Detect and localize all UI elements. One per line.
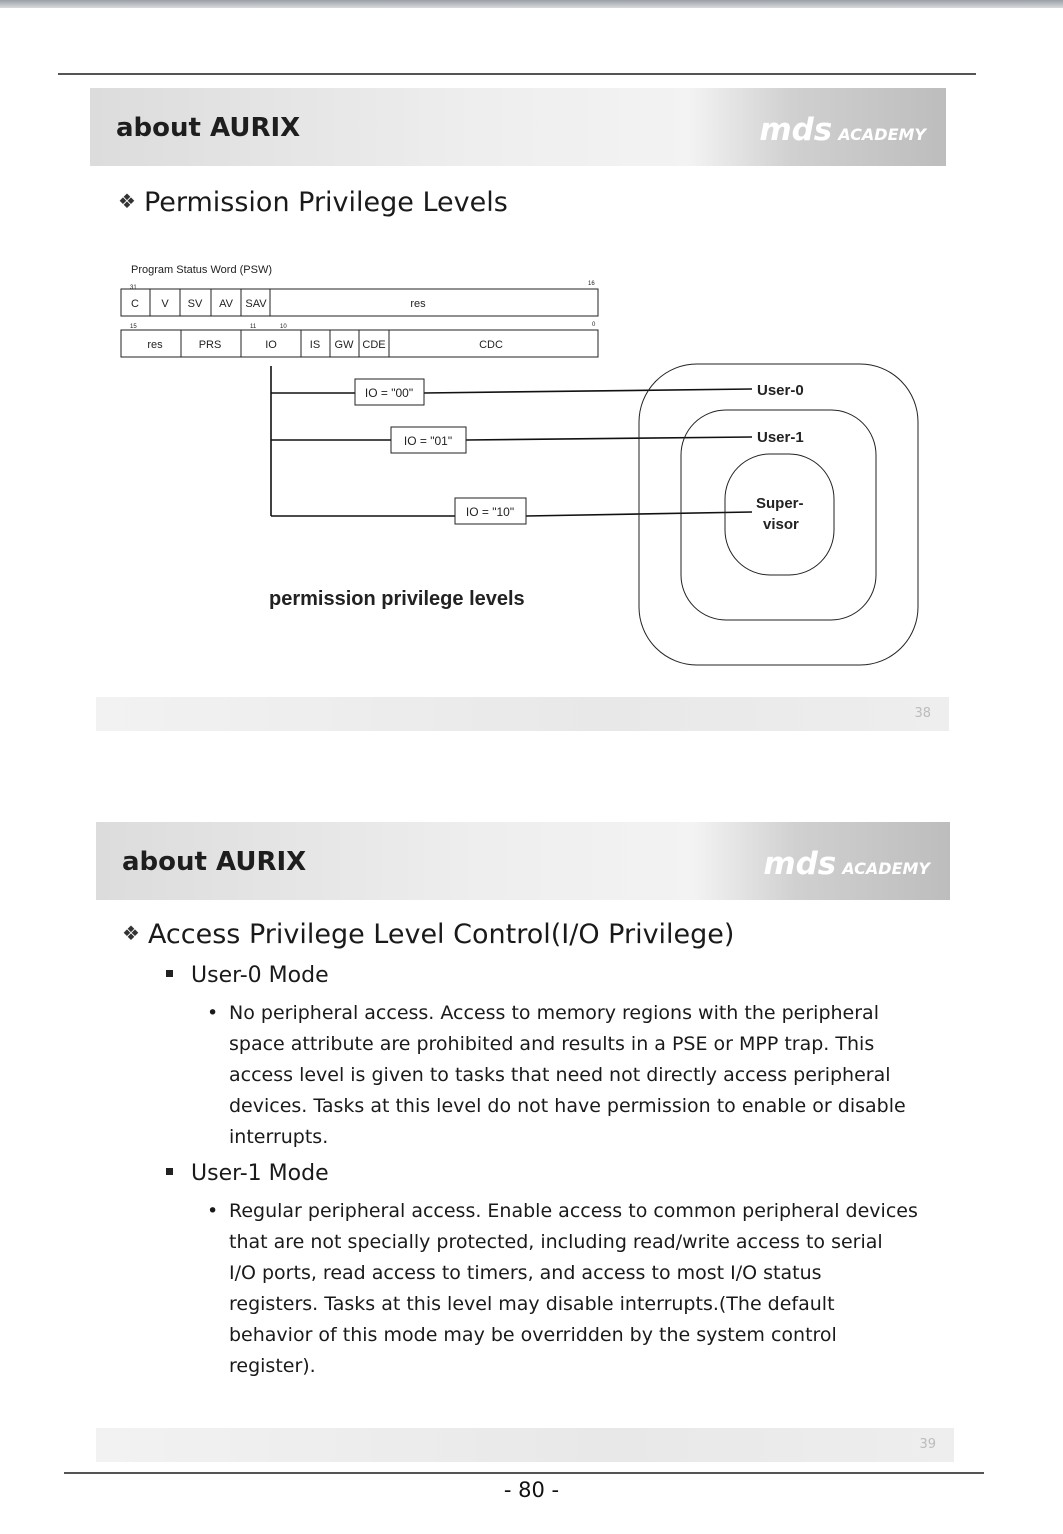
bit-label: 11 [250, 324, 257, 330]
bottom-rule [64, 1472, 984, 1474]
text-line: behavior of this mode may be overridden … [229, 1324, 837, 1346]
slide-header: about AURIX mds ACADEMY [96, 822, 950, 900]
brand-sub: ACADEMY [838, 125, 926, 144]
dot-bullet-icon: • [207, 1002, 219, 1024]
slide-footer: 38 [96, 697, 949, 731]
brand-logo: mds ACADEMY [759, 112, 926, 148]
psw-field: PRS [199, 339, 222, 351]
psw-lower-row [120, 329, 599, 358]
psw-field: SV [188, 298, 203, 310]
slide-header: about AURIX mds ACADEMY [90, 88, 946, 166]
mode-description: • Regular peripheral access. Enable acce… [207, 1196, 949, 1382]
slide-footer: 39 [96, 1428, 954, 1462]
psw-field: IO [265, 339, 277, 351]
page-number: - 80 - [503, 1478, 560, 1502]
text-line: interrupts. [229, 1126, 329, 1148]
text-line: access level is given to tasks that need… [229, 1064, 891, 1086]
section-title: ❖ Access Privilege Level Control(I/O Priv… [122, 919, 734, 950]
ring-supervisor [724, 453, 835, 576]
psw-diagram: Program Status Word (PSW) 31 16 15 11 10… [120, 264, 919, 666]
brand-main: mds [763, 846, 837, 882]
top-rule [58, 73, 976, 75]
mode-heading-text: User-1 Mode [191, 1161, 329, 1186]
psw-field: AV [219, 298, 234, 310]
io-box [390, 426, 467, 454]
slide-title: about AURIX [122, 847, 307, 877]
bit-label: 31 [130, 285, 137, 291]
io-value-label: IO = "00" [365, 386, 413, 400]
slide-title: about AURIX [116, 113, 301, 143]
scan-edge [0, 0, 1063, 8]
io-connectors [270, 366, 753, 517]
mode-heading: User-0 Mode [166, 963, 329, 988]
psw-field: CDE [362, 339, 385, 351]
psw-upper-row [120, 288, 599, 317]
bit-label: 15 [130, 324, 137, 330]
brand-logo: mds ACADEMY [763, 846, 930, 882]
text-line: Regular peripheral access. Enable access… [229, 1200, 918, 1222]
brand-main: mds [759, 112, 833, 148]
diamond-bullet-icon: ❖ [122, 921, 140, 945]
psw-field: IS [310, 339, 320, 351]
io-value-label: IO = "10" [466, 505, 514, 519]
section-title-text: Permission Privilege Levels [143, 187, 508, 218]
psw-title: Program Status Word (PSW) [131, 264, 272, 276]
io-box [454, 497, 527, 525]
slide-number: 38 [914, 706, 931, 721]
slide-number: 39 [919, 1437, 936, 1452]
text-line: I/O ports, read access to timers, and ac… [229, 1262, 822, 1284]
privilege-rings [638, 363, 919, 666]
text-line: register). [229, 1355, 316, 1377]
ring-user1 [680, 409, 877, 621]
bit-label: 10 [280, 324, 287, 330]
mode-heading-text: User-0 Mode [191, 963, 329, 988]
psw-field: res [147, 339, 163, 351]
brand-sub: ACADEMY [842, 859, 930, 878]
text-line: devices. Tasks at this level do not have… [229, 1095, 906, 1117]
bit-label: 16 [588, 281, 595, 287]
io-value-label: IO = "01" [404, 434, 452, 448]
diagram-caption: permission privilege levels [269, 588, 525, 610]
psw-field: SAV [245, 298, 267, 310]
square-bullet-icon [166, 1168, 173, 1175]
mode-description: • No peripheral access. Access to memory… [207, 998, 949, 1153]
ring-user0 [638, 363, 919, 666]
level-label-supervisor: Super- [756, 495, 804, 512]
text-line: that are not specially protected, includ… [229, 1231, 883, 1253]
square-bullet-icon [166, 970, 173, 977]
section-title-text: Access Privilege Level Control(I/O Privi… [147, 919, 735, 950]
io-box [354, 378, 425, 406]
text-line: registers. Tasks at this level may disab… [229, 1293, 835, 1315]
diamond-bullet-icon: ❖ [118, 189, 136, 213]
psw-field: res [410, 298, 426, 310]
section-title: ❖ Permission Privilege Levels [118, 187, 508, 218]
level-label-user1: User-1 [757, 429, 804, 446]
mode-heading: User-1 Mode [166, 1161, 329, 1186]
text-line: space attribute are prohibited and resul… [229, 1033, 875, 1055]
level-label-user0: User-0 [757, 382, 804, 399]
level-label-supervisor: visor [763, 516, 799, 533]
psw-field: CDC [479, 339, 503, 351]
text-line: No peripheral access. Access to memory r… [229, 1002, 879, 1024]
psw-field: C [131, 298, 139, 310]
bit-label: 0 [592, 322, 596, 328]
psw-field: GW [335, 339, 355, 351]
dot-bullet-icon: • [207, 1200, 219, 1222]
psw-field: V [161, 298, 169, 310]
